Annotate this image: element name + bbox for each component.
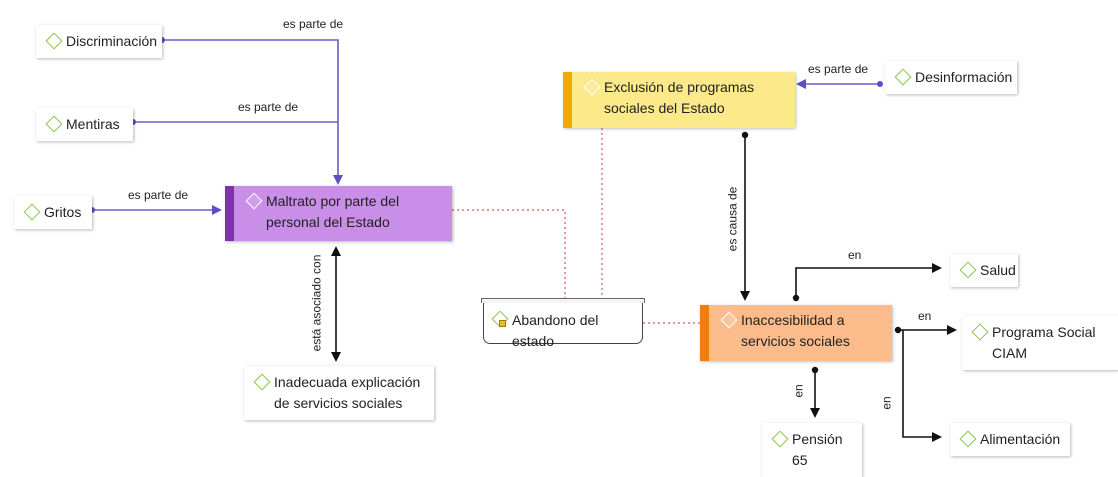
node-label: Abandono del estado bbox=[512, 312, 599, 349]
code-icon bbox=[253, 373, 271, 391]
edge-label-pension: en bbox=[791, 384, 806, 398]
node-desinformacion[interactable]: Desinformación bbox=[885, 61, 1017, 94]
edge-label-causa: es causa de bbox=[725, 186, 740, 252]
node-maltrato[interactable]: Maltrato por parte del personal del Esta… bbox=[225, 186, 452, 241]
node-exclusion[interactable]: Exclusión de programas sociales del Esta… bbox=[563, 72, 795, 128]
edge-label-ciam: en bbox=[918, 309, 932, 323]
node-label: Gritos bbox=[44, 204, 82, 220]
edge-label-mentiras: es parte de bbox=[238, 100, 299, 114]
edge-label-salud: en bbox=[848, 248, 862, 262]
group-node-abandono[interactable]: Abandono del estado bbox=[481, 298, 645, 349]
group-marker-icon bbox=[499, 320, 506, 327]
node-pension65[interactable]: Pensión 65 bbox=[762, 423, 862, 477]
code-icon bbox=[245, 192, 263, 210]
code-icon bbox=[959, 430, 977, 448]
node-label: Programa Social CIAM bbox=[992, 324, 1096, 361]
code-icon bbox=[45, 115, 63, 133]
node-label: Mentiras bbox=[66, 116, 120, 132]
network-edges bbox=[89, 37, 957, 442]
node-label: Salud bbox=[980, 262, 1016, 278]
edge-label-desinformacion: es parte de bbox=[808, 62, 869, 76]
edge-label-alimentacion: en bbox=[879, 396, 894, 410]
node-label: Inadecuada explicación de servicios soci… bbox=[274, 374, 421, 411]
node-inaccesibilidad[interactable]: Inaccesibilidad a servicios sociales bbox=[700, 305, 892, 361]
node-discriminacion[interactable]: Discriminación bbox=[36, 25, 162, 58]
node-label: Desinformación bbox=[915, 69, 1013, 85]
node-salud[interactable]: Salud bbox=[950, 254, 1018, 287]
node-label: Pensión 65 bbox=[792, 431, 843, 468]
node-label: Discriminación bbox=[66, 33, 158, 49]
node-inadecuada[interactable]: Inadecuada explicación de servicios soci… bbox=[244, 366, 434, 420]
node-label: Maltrato por parte del personal del Esta… bbox=[266, 193, 400, 230]
code-icon bbox=[894, 68, 912, 86]
code-icon bbox=[959, 261, 977, 279]
node-gritos[interactable]: Gritos bbox=[14, 196, 92, 229]
node-label: Alimentación bbox=[980, 431, 1061, 447]
black-edges bbox=[331, 135, 957, 442]
code-icon bbox=[45, 32, 63, 50]
node-programa-ciam[interactable]: Programa Social CIAM bbox=[962, 316, 1118, 370]
code-icon bbox=[23, 203, 41, 221]
node-label: Exclusión de programas sociales del Esta… bbox=[604, 79, 755, 116]
group-links bbox=[452, 128, 700, 324]
edge-label-asociado: está asociado con bbox=[309, 254, 324, 352]
edge-label-discriminacion: es parte de bbox=[283, 17, 344, 31]
node-mentiras[interactable]: Mentiras bbox=[36, 108, 133, 141]
code-icon bbox=[971, 323, 989, 341]
node-alimentacion[interactable]: Alimentación bbox=[950, 423, 1070, 456]
node-label: Inaccesibilidad a servicios sociales bbox=[741, 312, 850, 349]
edge-label-gritos: es parte de bbox=[128, 188, 189, 202]
code-icon bbox=[720, 311, 738, 329]
black-dots bbox=[741, 131, 902, 374]
code-icon bbox=[583, 78, 601, 96]
part-of-edges bbox=[92, 39, 880, 215]
code-icon bbox=[771, 430, 789, 448]
